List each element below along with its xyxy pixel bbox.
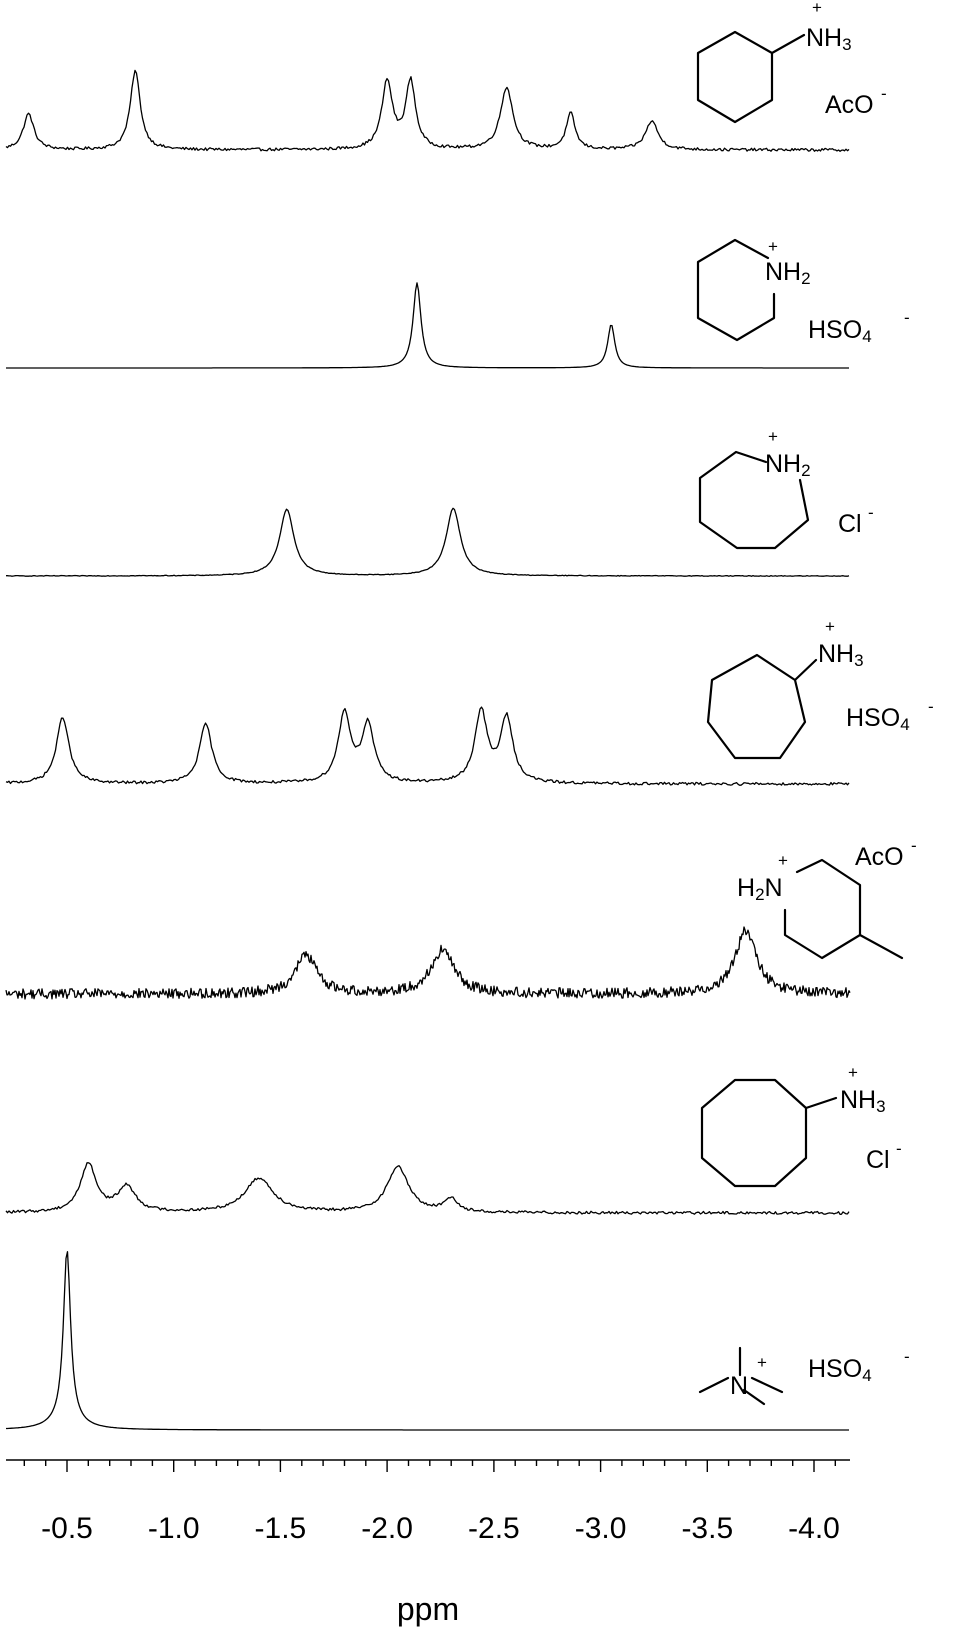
- x-tick-label: -2.5: [468, 1512, 520, 1545]
- svg-text:-: -: [928, 697, 934, 716]
- svg-text:-: -: [881, 84, 887, 103]
- svg-text:-: -: [904, 308, 910, 327]
- x-axis-label: ppm: [397, 1591, 459, 1627]
- svg-text:+: +: [768, 237, 778, 256]
- svg-text:HSO4: HSO4: [846, 704, 910, 734]
- spectrum-trace-5: [5, 926, 851, 1000]
- svg-text:AcO: AcO: [825, 91, 874, 119]
- svg-text:+: +: [825, 617, 835, 636]
- spectrum-trace-2: [6, 282, 849, 369]
- svg-text:-: -: [911, 836, 917, 855]
- x-tick-label: -4.0: [788, 1512, 840, 1545]
- svg-text:+: +: [848, 1063, 858, 1082]
- svg-text:+: +: [768, 427, 778, 446]
- svg-text:-: -: [904, 1347, 910, 1366]
- svg-text:H2N: H2N: [737, 874, 783, 904]
- svg-text:N: N: [730, 1372, 748, 1400]
- svg-text:+: +: [778, 851, 788, 870]
- svg-text:+: +: [757, 1353, 767, 1372]
- svg-text:NH3: NH3: [806, 24, 852, 54]
- spectrum-traces: [5, 69, 851, 1431]
- x-tick-label: -3.5: [681, 1512, 733, 1545]
- svg-text:Cl: Cl: [866, 1146, 890, 1174]
- svg-text:-: -: [868, 503, 874, 522]
- svg-text:-: -: [896, 1139, 902, 1158]
- spectrum-trace-6: [5, 1162, 850, 1215]
- x-tick-label: -1.5: [255, 1512, 307, 1545]
- spectrum-trace-4: [5, 706, 850, 786]
- svg-text:NH3: NH3: [840, 1086, 886, 1116]
- x-tick-label: -3.0: [575, 1512, 627, 1545]
- svg-text:Cl: Cl: [838, 510, 862, 538]
- svg-text:HSO4: HSO4: [808, 1355, 872, 1385]
- spectrum-trace-3: [6, 507, 850, 577]
- svg-text:AcO: AcO: [855, 843, 904, 871]
- x-tick-label: -1.0: [148, 1512, 200, 1545]
- svg-text:+: +: [812, 0, 822, 17]
- svg-text:NH2: NH2: [765, 258, 811, 288]
- molecule-piperidinium-hydrogen-sulfate: + NH2 HSO4 -: [696, 237, 910, 346]
- molecule-4-methylpiperidinium-acetate: + H2N AcO -: [737, 836, 917, 960]
- svg-text:HSO4: HSO4: [808, 316, 872, 346]
- molecule-cycloheptylammonium-hydrogen-sulfate: + NH3 HSO4 -: [706, 617, 934, 760]
- x-tick-label: -0.5: [41, 1512, 93, 1545]
- molecule-azepanium-chloride: + NH2 Cl -: [698, 427, 874, 550]
- molecule-tetramethylammonium-hydrogen-sulfate: + N HSO4 -: [698, 1346, 910, 1406]
- x-axis: -0.5 -1.0 -1.5 -2.0 -2.5 -3.0 -3.5 -4.0 ppm: [6, 1459, 850, 1627]
- svg-text:NH2: NH2: [765, 450, 811, 480]
- molecule-cyclohexylammonium-acetate: + NH3 AcO -: [696, 0, 887, 124]
- spectrum-trace-1: [5, 69, 850, 152]
- svg-text:NH3: NH3: [818, 640, 864, 670]
- x-axis-ticks: -0.5 -1.0 -1.5 -2.0 -2.5 -3.0 -3.5 -4.0: [23, 1460, 840, 1545]
- spectrum-trace-7: [6, 1251, 849, 1431]
- molecule-cyclooctylammonium-chloride: + NH3 Cl -: [700, 1063, 902, 1188]
- x-tick-label: -2.0: [361, 1512, 413, 1545]
